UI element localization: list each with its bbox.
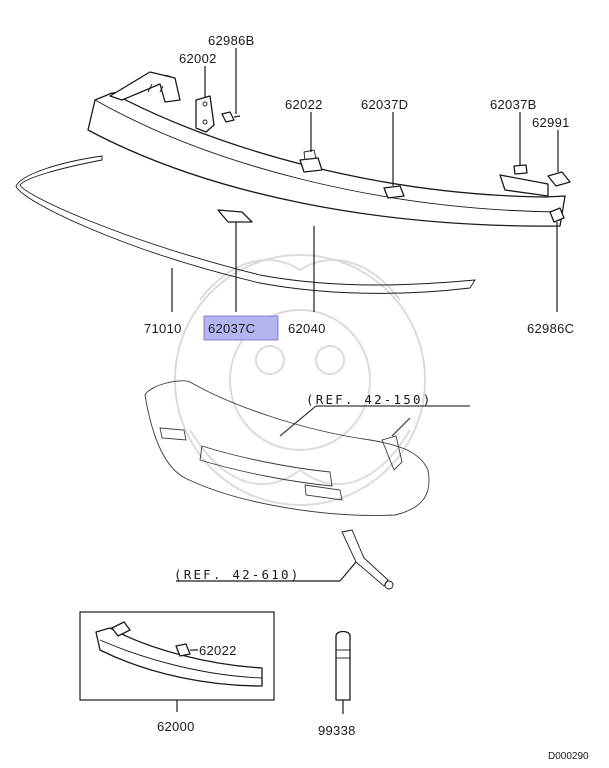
ref-42-610[interactable]: (REF. 42-610) bbox=[174, 567, 300, 582]
diagram-id: D000290 bbox=[548, 751, 589, 762]
bumper-bar-62040 bbox=[87, 71, 566, 227]
label-71010[interactable]: 71010 bbox=[144, 321, 182, 336]
label-62040[interactable]: 62040 bbox=[288, 321, 326, 336]
nut-62991 bbox=[547, 171, 571, 187]
front-bumper-cover-ref bbox=[144, 380, 470, 516]
watermark-emblem bbox=[174, 254, 426, 506]
paint-bottle-99338 bbox=[335, 630, 351, 714]
label-62022-top[interactable]: 62022 bbox=[285, 97, 323, 112]
label-99338[interactable]: 99338 bbox=[318, 723, 356, 738]
label-62037C[interactable]: 62037C bbox=[208, 321, 255, 336]
label-62986B[interactable]: 62986B bbox=[208, 33, 255, 48]
clip-62037B bbox=[513, 164, 528, 175]
kit-box-62000 bbox=[79, 611, 275, 712]
label-62037B[interactable]: 62037B bbox=[490, 97, 537, 112]
label-62002[interactable]: 62002 bbox=[179, 51, 217, 66]
bracket-ref-42-610 bbox=[176, 529, 394, 590]
leader-lines-upper bbox=[171, 48, 559, 312]
label-62991[interactable]: 62991 bbox=[532, 115, 570, 130]
clip-62037D bbox=[383, 185, 405, 199]
bolt-62986B bbox=[221, 111, 241, 123]
clip-62022-top bbox=[299, 149, 323, 173]
label-62000[interactable]: 62000 bbox=[157, 719, 195, 734]
molding-71010 bbox=[15, 155, 476, 294]
label-62037D[interactable]: 62037D bbox=[361, 97, 408, 112]
ref-42-150[interactable]: (REF. 42-150) bbox=[306, 392, 432, 407]
highlight-62037C bbox=[203, 315, 279, 341]
label-62022-kit[interactable]: 62022 bbox=[199, 643, 237, 658]
label-62986C[interactable]: 62986C bbox=[527, 321, 574, 336]
bracket-62002 bbox=[195, 95, 215, 133]
clip-62037C bbox=[217, 209, 253, 223]
bolt-62986C bbox=[549, 207, 565, 230]
